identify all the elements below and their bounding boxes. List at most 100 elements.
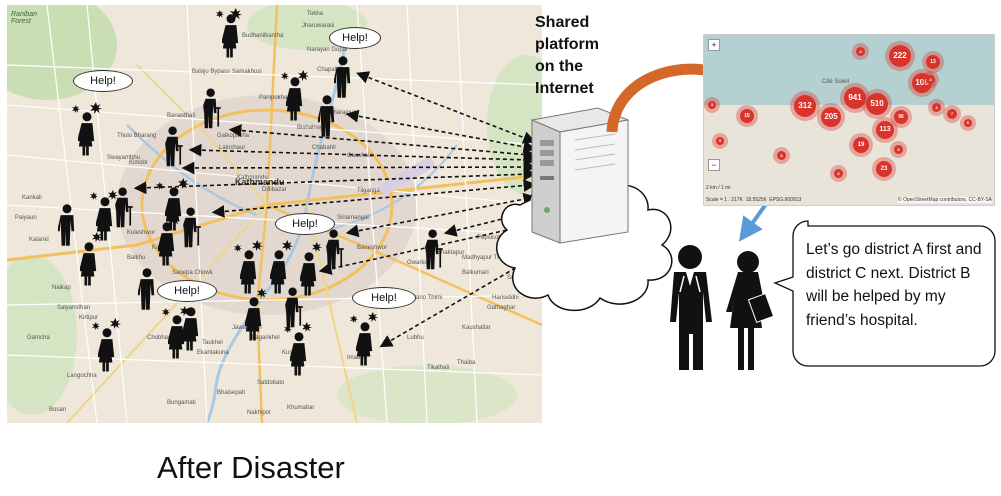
cluster-marker[interactable]: 3 bbox=[708, 101, 716, 109]
cluster-marker[interactable]: 96 bbox=[894, 110, 908, 124]
map-place-label: Naikap bbox=[52, 285, 71, 291]
map-place-label: Swayambhu bbox=[107, 155, 141, 161]
map-place-label: Kalanki bbox=[29, 237, 49, 243]
map-place-label: Kathmandu bbox=[237, 175, 268, 181]
doctors bbox=[670, 245, 775, 370]
map-place-label: Lubhu bbox=[407, 335, 424, 341]
help-bubble: Help! bbox=[157, 280, 217, 302]
map-place-label: Sano Thimi bbox=[412, 295, 443, 301]
cluster-marker[interactable]: 13 bbox=[926, 55, 940, 69]
map-place-label: Khumaltar bbox=[287, 405, 315, 411]
map-place-label: Madhyapur Thimi bbox=[462, 255, 509, 261]
cluster-marker[interactable]: 312 bbox=[794, 95, 816, 117]
cluster-marker[interactable]: 510 bbox=[866, 93, 888, 115]
map-place-label: Bhaktapur bbox=[437, 250, 465, 256]
cluster-marker[interactable]: 23 bbox=[876, 161, 892, 177]
cluster-marker[interactable]: 113 bbox=[876, 121, 894, 139]
map-place-label: Tokha bbox=[307, 11, 324, 17]
map-place-label: Maharajgunj bbox=[325, 110, 359, 116]
map-place-label: Narayan Gopal bbox=[307, 47, 348, 53]
map-place-label: Kimdol bbox=[129, 160, 148, 166]
city-label: Cité Soleil bbox=[822, 79, 850, 85]
cluster-marker[interactable]: 205 bbox=[821, 107, 841, 127]
map-place-label: Bhaisepati bbox=[217, 390, 246, 396]
map-place-label: Budhanilkantha bbox=[242, 33, 284, 39]
map-attribution: © OpenStreetMap contributors, CC-BY-SA bbox=[897, 197, 992, 203]
map-place-label: Banasthali bbox=[167, 113, 196, 119]
map-label-forest: Raniban Forest bbox=[11, 11, 38, 25]
map-place-label: Kirtipur bbox=[79, 315, 99, 321]
map-place-label: Galkopakha bbox=[217, 133, 250, 139]
map-place-label: Langochha bbox=[67, 373, 97, 379]
map-place-label: Samakhusi bbox=[232, 69, 262, 75]
server-icon bbox=[530, 107, 630, 244]
map-place-label: Kaushaltar bbox=[462, 325, 491, 331]
cluster-marker[interactable]: 15 bbox=[740, 109, 754, 123]
map-place-label: Gamcha bbox=[27, 335, 50, 341]
map-place-label: Tikathali bbox=[427, 365, 450, 371]
doctor-female-icon bbox=[726, 251, 775, 370]
map-place-label: Harisiddhi bbox=[492, 295, 519, 301]
map-place-label: Chobhar bbox=[147, 335, 171, 341]
map-place-label: Dillibazar bbox=[262, 187, 287, 193]
page-title: After Disaster bbox=[157, 450, 345, 485]
cluster-marker[interactable]: 6 bbox=[964, 119, 972, 127]
map-place-label: Bungamati bbox=[167, 400, 196, 406]
map-place-label: Kankali bbox=[22, 195, 42, 201]
scale-bar: 2 km / 1 mi bbox=[706, 185, 731, 191]
map-place-label: Lagankhel bbox=[252, 335, 280, 341]
cluster-marker[interactable]: 941 bbox=[844, 87, 866, 109]
map-place-label: Gwarko bbox=[407, 260, 428, 266]
map-place-label: Kusunti bbox=[282, 350, 303, 356]
map-place-label: Kalimati bbox=[152, 245, 174, 251]
map-place-label: Balaju Bypass bbox=[192, 69, 231, 75]
map-place-label: Lainchaur bbox=[219, 145, 246, 151]
cluster-marker[interactable]: 8 bbox=[894, 145, 903, 154]
platform-label: Shared platform on the Internet bbox=[535, 14, 599, 97]
zoom-out-button[interactable]: − bbox=[708, 159, 720, 171]
map-place-label: Baneshwor bbox=[357, 245, 388, 251]
map-place-label: Jharuwarasi bbox=[302, 23, 335, 29]
map-place-label: Taukhel bbox=[202, 340, 223, 346]
map-place-label: Bosan bbox=[49, 407, 67, 413]
map-place-label: Gathaghar bbox=[487, 305, 516, 311]
map-place-label: Salyansthan bbox=[57, 305, 91, 311]
map-place-label: Thaiba bbox=[457, 360, 476, 366]
cluster-marker[interactable]: 5 bbox=[716, 137, 724, 145]
map-place-label: Balkhu bbox=[127, 255, 146, 261]
map-place-label: Balkumari bbox=[462, 270, 489, 276]
map-place-label: Kuleshwor bbox=[127, 230, 156, 236]
help-bubble: Help! bbox=[73, 70, 133, 92]
map-place-label: Thulo Bharang bbox=[117, 133, 157, 139]
map-place-label: Bishalnagar bbox=[297, 125, 329, 131]
cluster-marker[interactable]: 7 bbox=[947, 109, 957, 119]
cluster-marker[interactable]: 19 bbox=[853, 137, 869, 153]
speech-text: Let’s go district A first and district C… bbox=[806, 241, 982, 329]
map-place-label: Chabahil bbox=[312, 145, 336, 151]
map-place-label: Imadol bbox=[347, 355, 366, 361]
doctor-male-icon bbox=[670, 245, 712, 370]
scale-readout: Scale = 1 : 217K 18.55256 EPSG:900913 bbox=[706, 197, 802, 203]
cluster-marker[interactable]: 3 bbox=[777, 151, 786, 160]
cluster-marker[interactable]: 8 bbox=[834, 169, 843, 178]
cluster-marker[interactable]: 4 bbox=[856, 47, 865, 56]
map-place-label: Panipokhari bbox=[259, 95, 291, 101]
map-place-label: Gaushala bbox=[347, 153, 373, 159]
cluster-marker[interactable]: 222 bbox=[889, 45, 911, 67]
map-place-label: Paiyaun bbox=[15, 215, 37, 221]
help-bubble: Help! bbox=[275, 213, 335, 235]
help-bubble: Help! bbox=[352, 287, 416, 309]
cluster-marker[interactable]: 4 bbox=[926, 75, 935, 84]
map-place-label: Sinamangal bbox=[337, 215, 369, 221]
help-bubble: Help! bbox=[329, 27, 381, 49]
cluster-marker[interactable]: 3 bbox=[932, 103, 941, 112]
zoom-in-button[interactable]: + bbox=[708, 39, 720, 51]
map-place-label: Tilganga bbox=[357, 188, 380, 194]
map-place-label: Nakhipot bbox=[247, 410, 271, 416]
map-place-label: Ekantakuna bbox=[197, 350, 229, 356]
map-place-label: Sanepa Chowk bbox=[172, 270, 213, 276]
map-place-label: Sallaghari bbox=[507, 275, 534, 281]
map-place-label: Chapali bbox=[317, 67, 338, 73]
